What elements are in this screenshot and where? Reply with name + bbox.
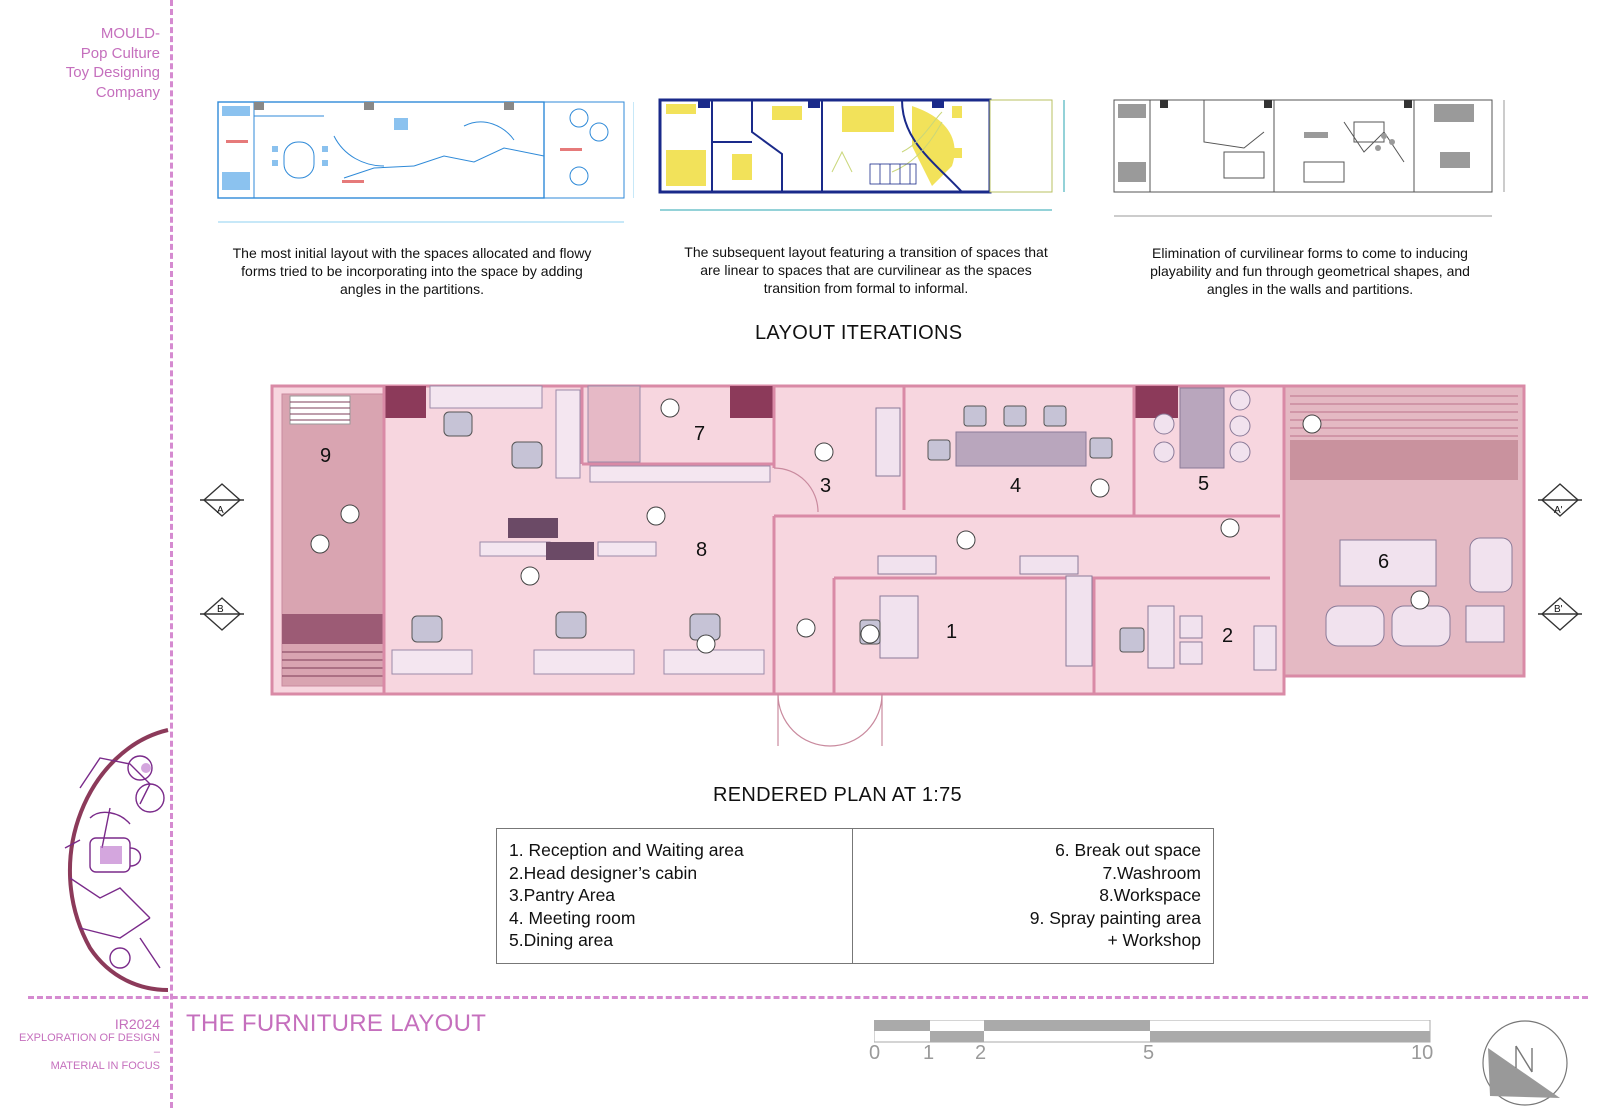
scale-label-2: 2: [975, 1042, 987, 1064]
iteration-2-caption: The subsequent layout featuring a transi…: [684, 244, 1048, 296]
iteration-2-columns: [698, 100, 944, 108]
room-legend: 1. Reception and Waiting area 2.Head des…: [496, 828, 1214, 964]
room-number-9: 9: [320, 445, 331, 467]
section-marker-b-prime: B': [1538, 597, 1582, 631]
iteration-1-plan: [217, 101, 634, 223]
rendered-plan-title: RENDERED PLAN AT 1:75: [713, 784, 962, 806]
room-number-1: 1: [946, 621, 957, 643]
company-title: MOULD- Pop Culture Toy Designing Company: [66, 24, 160, 102]
section-label-b: B: [217, 604, 224, 615]
iteration-1-labels: [226, 140, 582, 183]
course-subtitle-dash: –: [153, 1046, 160, 1058]
iteration-3-furniture: [1118, 104, 1474, 182]
scale-label-0: 0: [869, 1042, 881, 1064]
legend-item: 8.Workspace: [1099, 885, 1201, 906]
legend-item: + Workshop: [1107, 930, 1201, 951]
legend-left-column: 1. Reception and Waiting area 2.Head des…: [509, 839, 744, 952]
north-arrow-icon: [1482, 1020, 1568, 1106]
plan-partitions: [382, 386, 1280, 694]
iteration-2-stair: [869, 163, 917, 185]
legend-item: 6. Break out space: [1055, 840, 1201, 860]
room-numbers: 1 2 3 4 5 6 7 8 9: [320, 423, 1389, 647]
legend-item: 7.Washroom: [1102, 862, 1201, 883]
vertical-dashed-divider: [170, 0, 173, 1108]
iteration-2-terrace: [989, 99, 1053, 193]
breakout-dark-strip: [1290, 440, 1518, 480]
iteration-1-lines: [217, 101, 634, 223]
legend-item: 1. Reception and Waiting area: [509, 840, 744, 860]
room-number-6: 6: [1378, 551, 1389, 573]
iteration-1-furniture: [222, 106, 408, 190]
iteration-2-walls: [711, 99, 963, 193]
iteration-3-lines: [1113, 99, 1505, 217]
spray-area-vents: [282, 395, 384, 677]
course-info: IR2024 EXPLORATION OF DESIGN – MATERIAL …: [19, 1017, 160, 1073]
section-marker-b: B: [200, 597, 244, 631]
company-line: Pop Culture: [80, 44, 160, 62]
legend-item: 9. Spray painting area: [1029, 907, 1201, 928]
legend-item: 3.Pantry Area: [509, 885, 616, 906]
layout-iterations-title: LAYOUT ITERATIONS: [755, 322, 963, 344]
horizontal-dashed-divider: [28, 996, 1588, 999]
rooms-furniture: [875, 387, 1513, 671]
legend-item: 5.Dining area: [509, 930, 614, 951]
workspace-benches: [508, 518, 594, 560]
room-number-7: 7: [694, 423, 705, 445]
room-number-8: 8: [696, 539, 707, 561]
legend-item: 2.Head designer’s cabin: [509, 862, 698, 883]
course-subtitle-2: MATERIAL IN FOCUS: [50, 1060, 160, 1072]
legend-item: 4. Meeting room: [509, 907, 636, 928]
rendered-floor-plan: 1 2 3 4 5 6 7 8 9 A A' B B': [200, 384, 1582, 747]
iteration-2-dimensions: [660, 100, 1065, 211]
illustration-arc: [67, 728, 169, 992]
iteration-1-columns: [254, 102, 514, 110]
iteration-2-curves: [831, 111, 943, 173]
room-number-4: 4: [1010, 475, 1021, 497]
iteration-3-plan: [1113, 99, 1505, 217]
workspace-furniture: [391, 385, 771, 675]
breakout-slats: [1290, 395, 1518, 437]
iteration-1-caption: The most initial layout with the spaces …: [232, 245, 592, 297]
legend-divider: [852, 829, 853, 963]
company-line: Toy Designing: [65, 64, 160, 81]
section-label-a-prime: A': [1554, 505, 1563, 516]
scale-label-1: 1: [923, 1042, 935, 1064]
scale-bar: [874, 1020, 1431, 1043]
iteration-2-plan: [658, 98, 1065, 211]
plan-columns: [384, 386, 1178, 418]
human-figures: [310, 398, 1430, 654]
illustration-sketch-lines: [64, 755, 165, 969]
room-number-5: 5: [1198, 473, 1209, 495]
illustration-shading: [100, 763, 151, 864]
legend-right-column: 6. Break out space 7.Washroom 8.Workspac…: [1030, 839, 1201, 952]
section-label-a: A: [217, 505, 224, 516]
scale-label-10: 10: [1411, 1042, 1434, 1064]
course-subtitle-1: EXPLORATION OF DESIGN: [19, 1032, 160, 1044]
company-line: Company: [95, 83, 160, 101]
section-marker-a-prime: A': [1538, 483, 1582, 517]
room-number-3: 3: [820, 475, 831, 497]
section-marker-a: A: [200, 483, 244, 517]
entrance-door: [773, 467, 883, 747]
iteration-3-caption: Elimination of curvilinear forms to come…: [1150, 245, 1470, 297]
sheet-title: THE FURNITURE LAYOUT: [186, 1010, 487, 1037]
iteration-2-yellow-areas: [666, 104, 962, 186]
iteration-3-columns: [1160, 100, 1412, 108]
section-label-b-prime: B': [1554, 604, 1563, 615]
sketch-illustration: [64, 728, 169, 992]
scale-label-5: 5: [1143, 1042, 1155, 1064]
spray-area-dark-band: [282, 614, 384, 644]
section-markers: A A' B B': [200, 483, 1582, 631]
room-number-2: 2: [1222, 625, 1233, 647]
company-line: MOULD-: [100, 25, 160, 42]
course-code: IR2024: [114, 1016, 160, 1032]
